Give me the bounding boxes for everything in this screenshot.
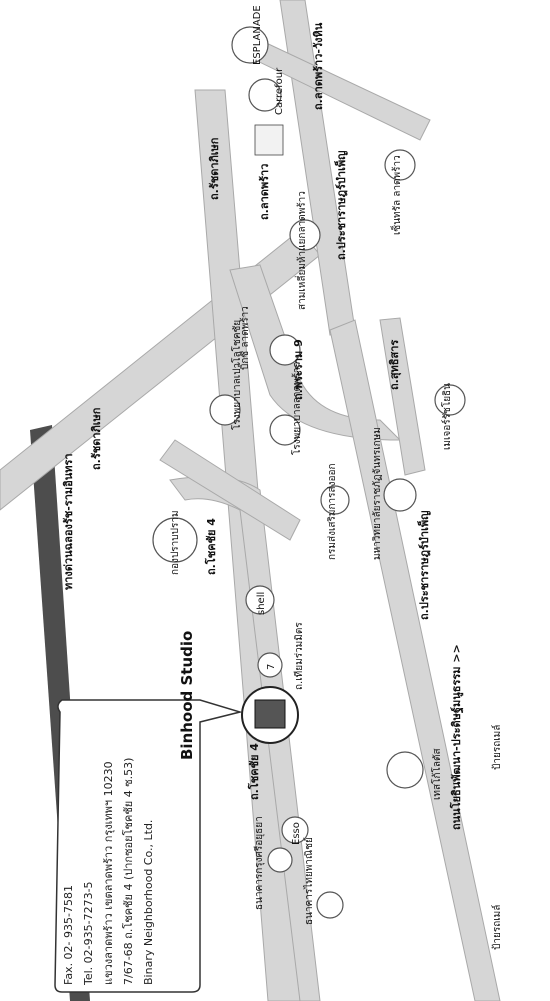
- label-esso: Esso: [291, 822, 302, 845]
- company-address-2: แขวงลาดพร้าว เขตลาดพร้าว กรุงเทพฯ 10230: [102, 761, 115, 985]
- seven-eleven-icon: [257, 652, 283, 678]
- company-address-1: 7/67-68 ถ.โชคชัย 4 (ปากซอยโชคชัย 4 ซ.53): [121, 758, 135, 985]
- label-intersection: สามเหลี่ยมห้าแยกลาดพร้าว: [294, 191, 308, 310]
- label-chandrakasem: มหาวิทยาลัยราชภัฏจันทรเกษม: [372, 427, 383, 560]
- label-hospital: โรงพยาบาลเปาโลโชคชัย: [230, 320, 243, 430]
- road-label-chokchai-top: ถ.โชคชัย 4: [204, 518, 218, 575]
- esplanade-icon: [231, 26, 269, 64]
- krungsri-icon: [267, 847, 293, 873]
- company-tel: Tel. 02-935-7273-5: [82, 881, 95, 986]
- intersection-icon: [289, 219, 321, 251]
- road-label-phahon-2: ถ.ประชาราษฎร์บำเพ็ญ: [417, 511, 431, 620]
- label-scb: ธนาคารไทยพาณิชย์: [303, 837, 315, 925]
- road-label-ratchada: ถ.รัชดาภิเษก: [90, 407, 103, 470]
- label-kong: กองปราบปราม: [170, 510, 181, 575]
- bigc-icon: [269, 334, 301, 366]
- shell-icon: [245, 585, 275, 615]
- label-tesco: เทสโก้โลตัส: [430, 748, 443, 800]
- label-bus: ป้ายรถเมล์: [491, 725, 503, 770]
- building-icon: [254, 124, 284, 156]
- esso-icon: [281, 816, 309, 844]
- road-label-phahon: ถ.ประชาราษฎร์บำเพ็ญ: [334, 151, 348, 260]
- tesco-icon: [386, 751, 424, 789]
- mochit-icon: [320, 485, 350, 515]
- lat-phrao-hospital-icon: [269, 414, 301, 446]
- scb-icon: [316, 891, 344, 919]
- company-name: Binary Neighborhood Co., Ltd.: [142, 820, 155, 985]
- label-shell: shell: [256, 592, 267, 615]
- road-label-ramintra: ถนนโยธินพัฒนา-ประดิษฐ์มนูธรรม >>: [449, 644, 464, 830]
- road-label-ratchada-2: ถ.รัชดาภิเษก: [208, 137, 221, 200]
- road-label-lat-phrao-1: ถ.ลาดพร้าว: [258, 164, 271, 220]
- major-icon: [434, 384, 466, 416]
- label-central: เซ็นทรัล ลาดพร้าว: [389, 155, 403, 235]
- label-mochit: กรมส่งเสริมการส่งออก: [327, 463, 338, 560]
- label-bus-2: ป้ายรถเมล์: [491, 905, 503, 950]
- road-label-lat-phrao-wang-hin: ถ.ลาดพร้าว-วังหิน: [312, 22, 325, 110]
- company-fax: Fax. 02- 935-7581: [62, 885, 75, 985]
- company-brand: Binhood Studio: [178, 631, 196, 760]
- hospital-icon: [209, 394, 241, 426]
- label-esplanade: ESPLANADE: [252, 5, 263, 65]
- chandrakasem-icon: [383, 478, 417, 512]
- label-major: เมเจอร์รัชโยธิน: [440, 383, 453, 450]
- road-label-expressway: ทางด่วนฉลองรัช-รามอินทรา: [62, 453, 75, 590]
- central-icon: [384, 149, 416, 181]
- vertical-mid-road: [379, 317, 426, 476]
- company-callout: [54, 699, 243, 993]
- road-label-sutthisan: ถ.สุทธิสาร: [388, 340, 402, 390]
- binhood-building-icon: [254, 699, 286, 729]
- road-label-rama9: ถ.พระราม 9: [292, 339, 305, 400]
- label-lat-phrao-hospital: โรงพยาบาลลาดพร้าว: [290, 362, 303, 455]
- label-seven: 7: [266, 664, 277, 670]
- kong-icon: [152, 517, 198, 563]
- road-label-thiam: ถ.เทียมร่วมมิตร: [293, 622, 305, 690]
- lower-cross-road: [159, 439, 301, 541]
- carrefour-icon: [248, 78, 282, 112]
- label-carrefour: Carrefour: [274, 67, 285, 115]
- label-bigc: บิ๊กซี ลาดพร้าว: [237, 306, 251, 370]
- label-krungsri: ธนาคารกรุงศรีอยุธยา: [253, 816, 265, 910]
- phahon-yothin-road: [329, 319, 501, 1001]
- road-label-chokchai-bottom: ถ.โชคชัย 4: [247, 743, 261, 800]
